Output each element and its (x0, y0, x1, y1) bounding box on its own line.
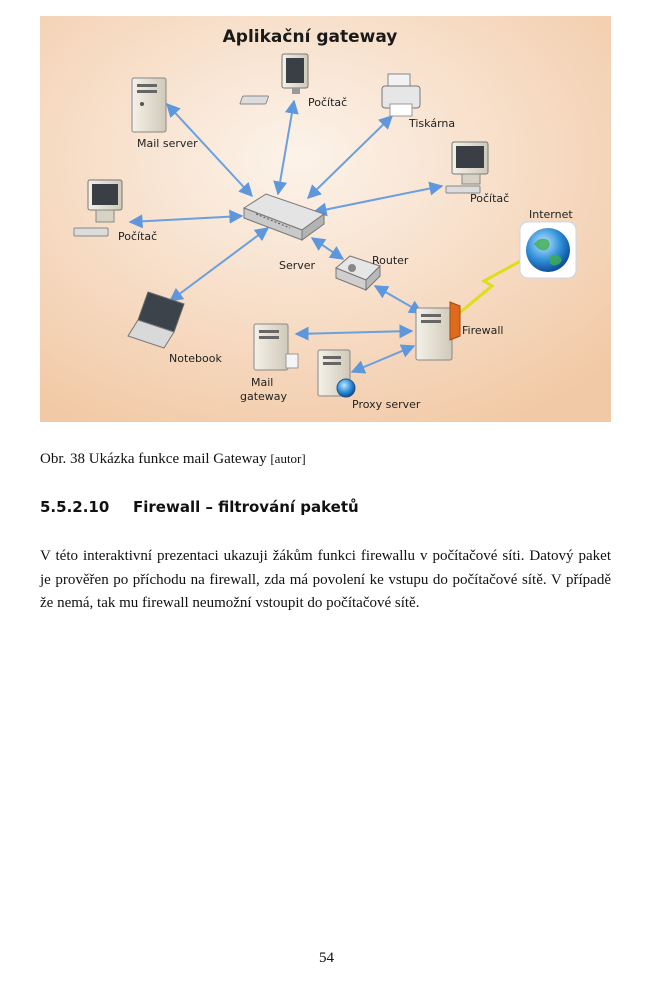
arrow-router-firewall (373, 285, 424, 314)
firewall-icon (415, 301, 461, 361)
figure-caption: Obr. 38 Ukázka funkce mail Gateway [auto… (40, 450, 306, 468)
switch-icon (242, 193, 326, 241)
server-icon (253, 323, 299, 371)
computer-icon (239, 53, 309, 105)
section-title: Firewall – filtrování paketů (133, 498, 359, 516)
arrow-firewall-proxy (350, 344, 416, 374)
label-mail-server: Mail server (137, 137, 198, 150)
router-icon (335, 255, 381, 292)
computer-icon (73, 179, 123, 237)
network-diagram: Aplikační gateway Počítač (40, 16, 611, 422)
caption-text: Obr. 38 Ukázka funkce mail Gateway (40, 451, 267, 467)
label-internet: Internet (529, 208, 573, 221)
label-firewall: Firewall (462, 324, 503, 337)
printer-icon (381, 73, 421, 117)
arrow-server-pc-left (128, 209, 244, 229)
server-icon (131, 77, 167, 133)
arrow-server-notebook (168, 227, 270, 302)
body-paragraph: V této interaktivní prezentaci ukazuji ž… (40, 548, 611, 611)
section-number: 5.5.2.10 (40, 498, 110, 516)
label-notebook: Notebook (169, 352, 222, 365)
computer-icon (445, 141, 489, 194)
arrow-server-pc-right (312, 181, 444, 217)
globe-icon (519, 221, 577, 279)
section-heading: 5.5.2.10 Firewall – filtrování paketů (40, 498, 359, 516)
diagram-title: Aplikační gateway (223, 27, 398, 47)
caption-source: [autor] (270, 451, 306, 466)
arrow-server-mail-server (166, 102, 253, 198)
label-pc-right: Počítač (470, 192, 509, 205)
label-mail-gateway-line2: gateway (240, 390, 288, 403)
server-icon (317, 349, 356, 398)
page-number: 54 (319, 950, 334, 966)
label-mail-gateway-line1: Mail (251, 376, 273, 389)
label-router: Router (372, 254, 409, 267)
arrow-firewall-mail-gateway (294, 324, 414, 341)
label-server: Server (279, 259, 316, 272)
connection-arrows (128, 99, 444, 374)
label-printer: Tiskárna (408, 117, 455, 130)
label-pc-left: Počítač (118, 230, 157, 243)
laptop-icon (127, 291, 185, 349)
label-pc-top: Počítač (308, 96, 347, 109)
lightning-bolt (457, 256, 527, 316)
label-proxy-server: Proxy server (352, 398, 421, 411)
arrow-server-router (310, 237, 345, 260)
arrow-server-pc-top (273, 99, 299, 196)
